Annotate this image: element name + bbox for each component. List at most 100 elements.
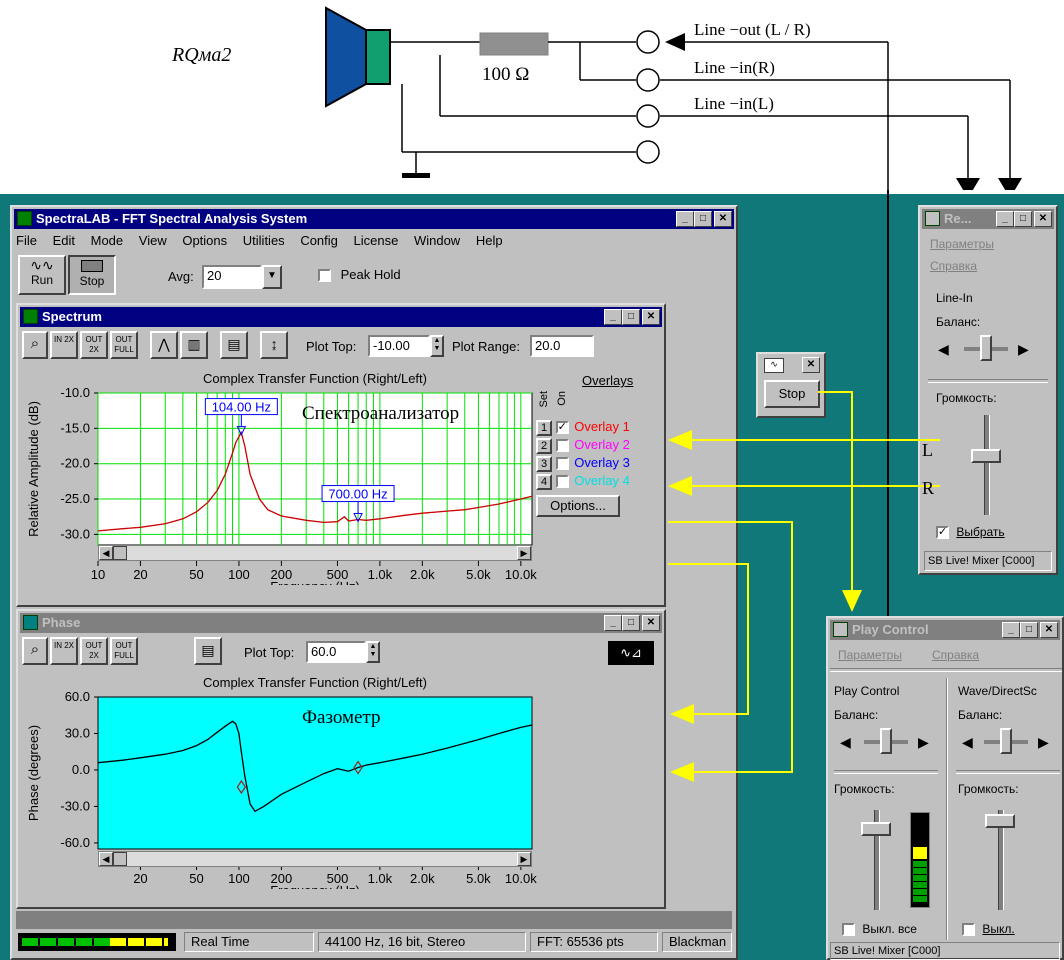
overlay-set-2-button[interactable]: 2 (536, 438, 552, 454)
data-series-line (97, 720, 533, 813)
peak-line-icon: ⋀ (158, 336, 170, 352)
spectrum-maximize-button[interactable]: □ (622, 309, 640, 325)
record-close-button[interactable]: ✕ (1034, 211, 1052, 227)
phase-maximize-button[interactable]: □ (622, 615, 640, 631)
play-volume-track-1[interactable] (874, 810, 880, 910)
play-menu-params[interactable]: Параметры (838, 648, 902, 662)
circuit-formula: RQмa2 (172, 44, 232, 66)
play-balance-thumb-1[interactable] (880, 728, 892, 754)
marker-label: 700.00 Hz (328, 487, 387, 502)
scroll-left-arrow[interactable]: ◀ (99, 546, 113, 560)
overlay-set-4-button[interactable]: 4 (536, 474, 552, 490)
overlay-options-button[interactable]: Options... (536, 495, 620, 517)
stop-mini-close-button[interactable]: ✕ (802, 357, 820, 373)
run-button[interactable]: ∿∿ Run (18, 255, 66, 295)
minimize-button[interactable]: _ (676, 211, 694, 227)
play-minimize-button[interactable]: _ (1002, 622, 1020, 638)
zoom-out-full-button[interactable]: OUT FULL (110, 331, 138, 359)
close-button[interactable]: ✕ (714, 211, 732, 227)
overlay-4-checkbox[interactable] (555, 475, 569, 489)
autoscale-button[interactable]: ↨ (260, 331, 288, 359)
mute-all-checkbox[interactable]: Выкл. все (842, 922, 917, 937)
phase-settings-button[interactable]: ▤ (194, 637, 222, 665)
spectrum-settings-button[interactable]: ▤ (220, 331, 248, 359)
avg-select[interactable]: 20 (202, 265, 262, 289)
play-close-button[interactable]: ✕ (1040, 622, 1058, 638)
bar-plot-button[interactable]: ▥ (180, 331, 208, 359)
scroll-left-arrow[interactable]: ◀ (99, 852, 113, 866)
scroll-thumb[interactable] (113, 852, 127, 866)
scroll-right-arrow[interactable]: ▶ (517, 852, 531, 866)
scroll-right-arrow[interactable]: ▶ (517, 546, 531, 560)
phase-close-button[interactable]: ✕ (642, 615, 660, 631)
phase-zoom-out-2x-button[interactable]: OUT 2X (80, 637, 108, 665)
overlay-4-label: Overlay 4 (574, 473, 630, 488)
record-select-checkbox[interactable]: ✓ Выбрать (936, 525, 1005, 540)
play-volume-thumb-1[interactable] (861, 822, 891, 836)
play-volume-thumb-2[interactable] (985, 814, 1015, 828)
select-check[interactable]: ✓ (936, 526, 949, 540)
phase-zoom-in-2x-button[interactable]: IN 2X (50, 637, 78, 665)
plot-top-input[interactable]: -10.00 (368, 335, 430, 357)
balance-slider-thumb[interactable] (980, 335, 992, 361)
menu-window[interactable]: Window (413, 233, 461, 248)
play-volume-track-2[interactable] (998, 810, 1004, 910)
stop-button[interactable]: Stop (68, 255, 116, 295)
peak-hold-checkbox[interactable]: Peak Hold (318, 267, 401, 283)
play-menu-help[interactable]: Справка (932, 648, 980, 662)
scroll-thumb[interactable] (113, 546, 127, 560)
menu-license[interactable]: License (353, 233, 399, 248)
marker-label: 104.00 Hz (212, 400, 271, 415)
marker-diamond (353, 760, 363, 775)
record-maximize-button[interactable]: □ (1014, 211, 1032, 227)
overlay-set-3-button[interactable]: 3 (536, 456, 552, 472)
zoom-in-2x-button[interactable]: IN 2X (50, 331, 78, 359)
overlay-1-checkbox[interactable]: ✓ (555, 421, 569, 435)
menu-utilities[interactable]: Utilities (242, 233, 285, 248)
spectrum-close-button[interactable]: ✕ (642, 309, 660, 325)
menu-mode[interactable]: Mode (90, 233, 124, 248)
record-volume-thumb[interactable] (971, 449, 1001, 463)
resistor (479, 32, 549, 56)
menu-options[interactable]: Options (182, 233, 228, 248)
menu-config[interactable]: Config (300, 233, 338, 248)
record-minimize-button[interactable]: _ (996, 211, 1014, 227)
phase-zoom-magnifier-button[interactable]: ⌕ (22, 637, 48, 665)
record-volume-track[interactable] (984, 415, 990, 515)
plot-top-spinner[interactable]: ▲▼ (430, 335, 444, 357)
phase-zoom-out-full-button[interactable]: OUT FULL (110, 637, 138, 665)
phase-plot-top-spinner[interactable]: ▲▼ (366, 641, 380, 663)
mute-check[interactable] (962, 923, 975, 937)
phase-minimize-button[interactable]: _ (604, 615, 622, 631)
phase-chart: Complex Transfer Function (Right/Left)60… (26, 675, 537, 889)
line-plot-button[interactable]: ⋀ (150, 331, 178, 359)
phase-horizontal-scrollbar[interactable]: ◀ ▶ (98, 851, 532, 867)
plot-range-input[interactable]: 20.0 (530, 335, 594, 357)
overlay-2-checkbox[interactable] (555, 439, 569, 453)
x-tick-label: 10.0k (505, 567, 537, 582)
menu-edit[interactable]: Edit (52, 233, 75, 248)
overlay-3-checkbox[interactable] (555, 457, 569, 471)
menu-view[interactable]: View (138, 233, 167, 248)
play-maximize-button[interactable]: □ (1020, 622, 1038, 638)
spectrum-horizontal-scrollbar[interactable]: ◀ ▶ (98, 545, 532, 561)
mute-checkbox[interactable]: Выкл. (962, 922, 1015, 937)
play-balance-thumb-2[interactable] (1000, 728, 1012, 754)
play-level-meter (910, 812, 930, 908)
menu-file[interactable]: File (16, 233, 37, 248)
menu-help[interactable]: Help (475, 233, 503, 248)
maximize-button[interactable]: □ (694, 211, 712, 227)
overlay-set-1-button[interactable]: 1 (536, 420, 552, 436)
record-menu-params[interactable]: Параметры (930, 237, 994, 251)
record-menu-help[interactable]: Справка (930, 259, 978, 273)
stop-mini-button[interactable]: Stop (764, 380, 820, 408)
menu-bar: File Edit Mode View Options Utilities Co… (16, 233, 515, 248)
avg-dropdown-button[interactable]: ▼ (262, 265, 282, 289)
phase-plot-top-input[interactable]: 60.0 (306, 641, 366, 663)
spectrum-minimize-button[interactable]: _ (604, 309, 622, 325)
magnifier-icon: ⌕ (30, 641, 40, 658)
zoom-out-2x-button[interactable]: OUT 2X (80, 331, 108, 359)
peak-hold-check[interactable] (318, 269, 331, 283)
zoom-magnifier-button[interactable]: ⌕ (22, 331, 48, 359)
mute-all-check[interactable] (842, 923, 855, 937)
